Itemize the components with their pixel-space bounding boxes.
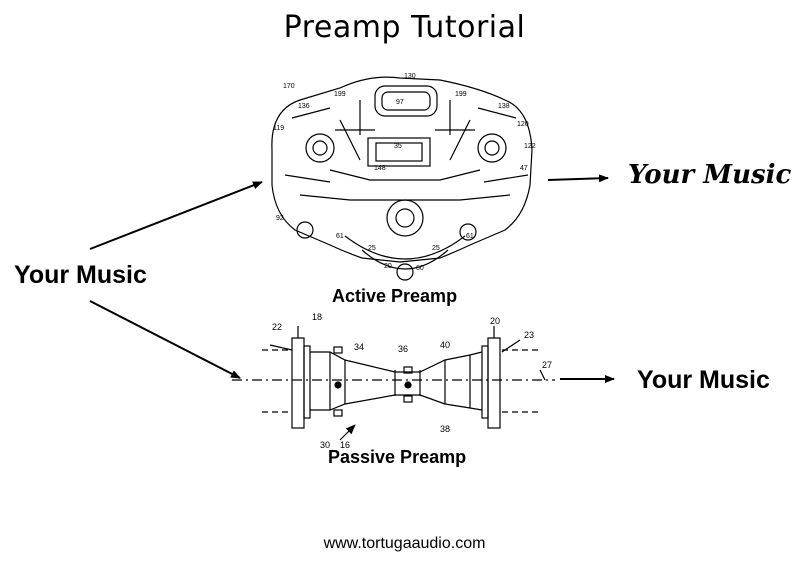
active-ref-label: 25	[432, 245, 440, 252]
passive-ref-label: 20	[490, 316, 500, 326]
active-ref-label: 35	[394, 143, 402, 150]
active-output-label: Your Music	[628, 160, 792, 190]
passive-ref-label: 16	[340, 440, 350, 450]
passive-ref-label: 36	[398, 344, 408, 354]
active-refs: 170 199 199 119 120 122 136 138 148 47 6…	[273, 73, 536, 272]
active-ref-label: 122	[524, 143, 536, 150]
passive-ref-label: 23	[524, 330, 534, 340]
passive-refs: 18 20 22 23 27 34 36 40 38 30 16	[272, 312, 552, 450]
passive-ref-label: 34	[354, 342, 364, 352]
passive-ref-label: 22	[272, 322, 282, 332]
arrow-to-passive	[89, 300, 241, 379]
active-ref-label: 97	[396, 99, 404, 106]
passive-ref-label: 30	[320, 440, 330, 450]
active-ref-label: 61	[336, 233, 344, 240]
arrow-to-active	[89, 181, 263, 250]
active-ref-label: 20	[384, 263, 392, 270]
active-ref-label: 92	[276, 215, 284, 222]
input-music-label: Your Music	[14, 261, 147, 289]
passive-preamp-drawing	[232, 326, 555, 441]
active-preamp-drawing	[271, 76, 533, 281]
active-ref-label: 130	[404, 73, 416, 80]
arrow-from-active	[547, 174, 609, 183]
website-url: www.tortugaaudio.com	[323, 535, 486, 552]
active-ref-label: 136	[298, 103, 310, 110]
active-ref-label: 120	[517, 121, 529, 128]
active-ref-label: 119	[273, 125, 284, 132]
active-ref-label: 138	[498, 103, 510, 110]
page-title: Preamp Tutorial	[283, 10, 526, 45]
passive-output-label: Your Music	[637, 366, 770, 394]
active-ref-label: 60	[416, 265, 424, 272]
passive-ref-label: 18	[312, 312, 322, 322]
active-preamp-caption: Active Preamp	[332, 286, 458, 306]
passive-ref-label: 40	[440, 340, 450, 350]
passive-ref-label: 38	[440, 424, 450, 434]
active-ref-label: 47	[520, 165, 528, 172]
passive-ref-label: 27	[542, 360, 552, 370]
active-ref-label: 199	[334, 91, 346, 98]
active-ref-label: 25	[368, 245, 376, 252]
passive-preamp-caption: Passive Preamp	[328, 447, 467, 467]
active-ref-label: 148	[374, 165, 386, 172]
active-ref-label: 61	[466, 233, 474, 240]
active-ref-label: 170	[283, 83, 295, 90]
active-ref-label: 199	[455, 91, 467, 98]
